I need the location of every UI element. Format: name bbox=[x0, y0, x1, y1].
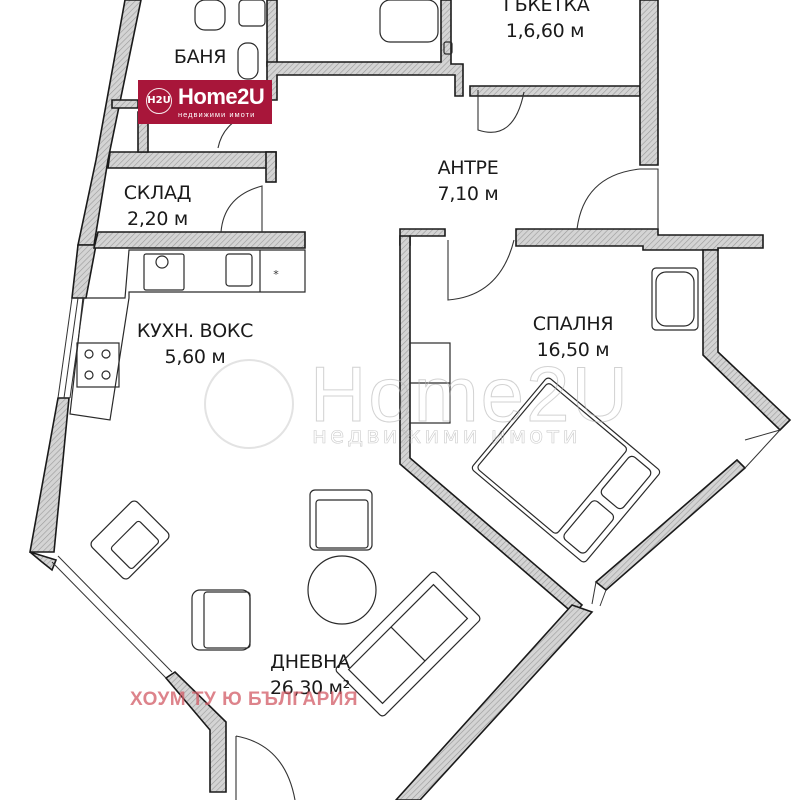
armchair-left bbox=[90, 500, 170, 580]
watermark-brand: Home2U bbox=[310, 350, 630, 439]
door-storage bbox=[220, 185, 263, 233]
room-area: 2,20 м bbox=[127, 208, 188, 230]
room-name: ДНЕВНА bbox=[270, 651, 350, 673]
room-label-bathroom: БАНЯ bbox=[150, 44, 250, 70]
door-bedroom bbox=[447, 239, 515, 301]
wall-left-kitchen bbox=[71, 244, 97, 299]
room-area: 26,30 м² bbox=[270, 677, 350, 699]
watermark-logo-mark bbox=[204, 359, 294, 449]
room-label-storage: СКЛАД 2,20 м bbox=[100, 180, 215, 232]
room-label-terrace: ТЪКЕТКА 1,6,60 м bbox=[470, 0, 620, 44]
door-terrace bbox=[576, 168, 659, 230]
wall-bedroom-top bbox=[515, 228, 764, 251]
walls bbox=[29, 0, 792, 800]
toilet-box bbox=[379, 0, 439, 43]
wall-left-mid bbox=[29, 397, 70, 553]
wall-storage-bottom bbox=[92, 231, 306, 249]
room-label-bedroom: СПАЛНЯ 16,50 м bbox=[513, 311, 633, 363]
room-name: ТЪКЕТКА bbox=[500, 0, 590, 16]
sink-bowl bbox=[155, 255, 169, 269]
armchair-bottom bbox=[191, 589, 251, 651]
room-label-hall: АНТРЕ 7,10 м bbox=[408, 155, 528, 207]
room-label-living: ДНЕВНА 26,30 м² bbox=[250, 649, 370, 701]
room-area: 1,6,60 м bbox=[505, 20, 585, 42]
brand-logo: H2U Home2U недвижими имоти bbox=[138, 80, 272, 124]
hob bbox=[76, 342, 120, 388]
door-entrance bbox=[235, 735, 296, 800]
logo-mark-icon: H2U bbox=[146, 88, 172, 114]
wall-storage-door-jamb bbox=[265, 151, 277, 183]
sink bbox=[143, 253, 185, 291]
wall-diagonal-living bbox=[394, 604, 594, 800]
bathtub bbox=[194, 0, 226, 31]
logo-brand: Home2U bbox=[178, 84, 265, 109]
wall-bedroom-right bbox=[702, 249, 792, 432]
logo-tagline: недвижими имоти bbox=[178, 110, 256, 119]
double-bed bbox=[471, 377, 661, 563]
room-name: БАНЯ bbox=[173, 46, 227, 68]
wall-bath-bottom bbox=[107, 151, 277, 169]
wall-diagonal-bedroom bbox=[594, 458, 747, 592]
windows bbox=[51, 297, 781, 679]
sofa bbox=[335, 571, 481, 717]
room-name: СКЛАД bbox=[123, 182, 192, 204]
watermark-tagline: недвижими имоти bbox=[312, 423, 581, 450]
coffee-table bbox=[307, 555, 377, 625]
shower-tray bbox=[238, 0, 266, 27]
agency-watermark-text: ХОУМ ТУ Ю БЪЛГАРИЯ bbox=[130, 689, 359, 710]
washbasin bbox=[237, 42, 259, 80]
wall-terrace-bottom bbox=[469, 85, 641, 97]
room-label-kitchen: КУХН. ВОКС 5,60 м bbox=[120, 318, 270, 370]
room-area: 16,50 м bbox=[536, 339, 610, 361]
wall-left-corner bbox=[29, 551, 58, 572]
watermark: Home2U недвижими имоти bbox=[200, 350, 628, 455]
armchair-top bbox=[309, 489, 373, 551]
wall-bedroom-left bbox=[399, 235, 584, 616]
wall-upper-horizontal bbox=[266, 0, 464, 101]
furniture: * bbox=[69, 0, 699, 717]
bedroom-chair bbox=[651, 267, 699, 331]
door-swings bbox=[217, 90, 659, 800]
wall-left-lower bbox=[164, 670, 227, 793]
fridge-icon: * bbox=[273, 268, 279, 281]
boiler bbox=[443, 41, 453, 55]
door-hall-top bbox=[477, 90, 525, 133]
wall-bath-left-stub bbox=[111, 99, 139, 109]
wall-bath-right bbox=[266, 0, 278, 67]
room-name: АНТРЕ bbox=[437, 157, 499, 179]
room-name: КУХН. ВОКС bbox=[136, 320, 254, 342]
room-area: 7,10 м bbox=[437, 183, 499, 205]
room-name: СПАЛНЯ bbox=[532, 313, 614, 335]
room-area: 5,60 м bbox=[164, 346, 226, 368]
dishwasher bbox=[225, 253, 253, 287]
wall-right-upper bbox=[639, 0, 659, 166]
